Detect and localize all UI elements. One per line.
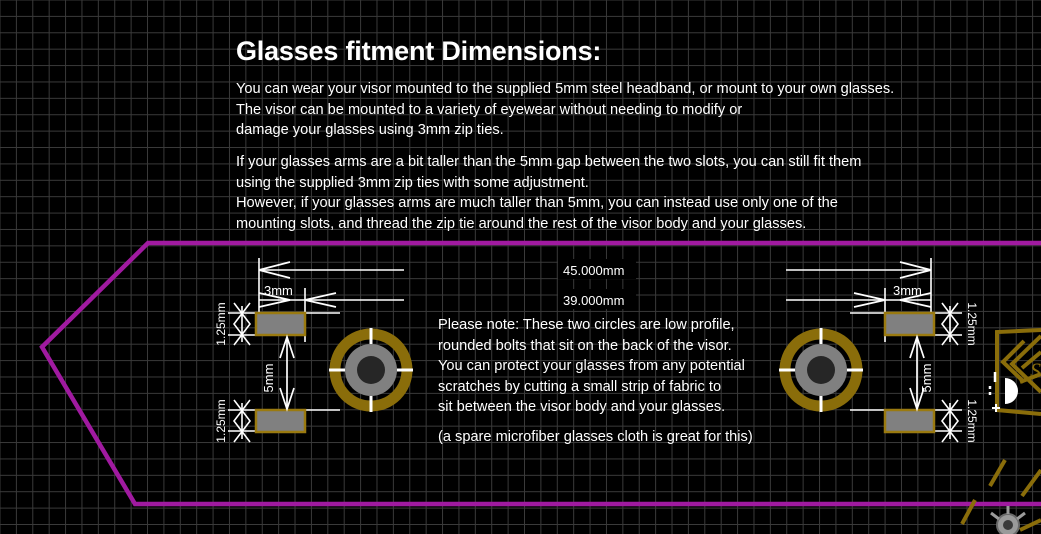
dim-label-overall-width: 45.000mm [563, 263, 624, 278]
dim-45mm-right-arrow [899, 261, 932, 279]
dim-label-slot-height-top-left: 1.25mm [214, 302, 228, 345]
dim-45mm-left-arrow [258, 261, 291, 279]
bolt-note-text: Please note: These two circles are low p… [438, 317, 745, 416]
left-dimension-lines [228, 258, 404, 432]
dim-label-slot-width-right: 3mm [893, 283, 922, 298]
right-edge-cad-geometry [960, 328, 1041, 532]
slot-bottom-right [883, 408, 936, 434]
dim-label-gap-left: 5mm [261, 364, 276, 393]
hub-gear-icon [990, 506, 1026, 534]
dim-1p25mm-right-bottom [940, 399, 960, 443]
bolt-circle-left [329, 328, 413, 412]
dim-label-slot-width-left: 3mm [264, 283, 293, 298]
dim-label-gap-right: 5mm [919, 364, 934, 393]
right-edge-half-disc [988, 372, 1018, 412]
dim-5mm-right [909, 334, 925, 412]
dim-39mm-right-arrow [853, 292, 932, 308]
dim-1p25mm-right-top [940, 302, 960, 346]
fitment-paragraph: If your glasses arms are a bit taller th… [236, 154, 862, 232]
dim-5mm-left [279, 334, 295, 412]
slot-top-left [254, 311, 307, 337]
bolt-note-subtext: (a spare microfiber glasses cloth is gre… [438, 429, 753, 445]
page-title: Glasses fitment Dimensions: [236, 36, 602, 66]
intro-paragraph: You can wear your visor mounted to the s… [236, 81, 895, 139]
dim-39mm-left-arrow [258, 292, 337, 308]
dim-1p25mm-left-bottom [232, 399, 252, 443]
dim-label-inner-width: 39.000mm [563, 293, 624, 308]
dim-label-slot-height-bottom-left: 1.25mm [214, 399, 228, 442]
dim-label-slot-height-bottom-right: 1.25mm [965, 399, 979, 442]
right-edge-glyph-s: S [1030, 358, 1041, 383]
visor-body-outline [39, 240, 1041, 507]
slot-top-right [883, 311, 936, 337]
dim-1p25mm-left-top [232, 302, 252, 346]
dim-label-slot-height-top-right: 1.25mm [965, 302, 979, 345]
bolt-circle-right [779, 328, 863, 412]
slot-bottom-left [254, 408, 307, 434]
